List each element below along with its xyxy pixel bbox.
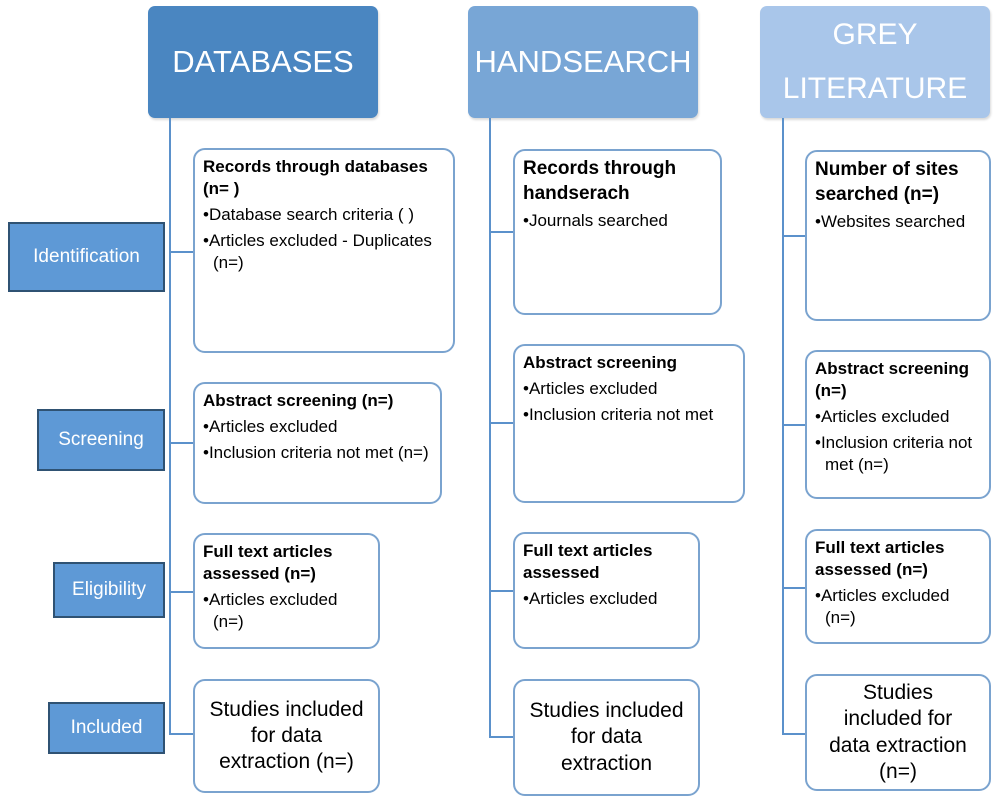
box-item: Articles excluded (n=) bbox=[203, 589, 370, 633]
connector-grey-trunk bbox=[782, 118, 784, 735]
box-title: Full text articles assessed (n=) bbox=[815, 538, 945, 580]
connector-handsearch-2 bbox=[489, 422, 513, 424]
connector-databases-3 bbox=[169, 591, 193, 593]
box-item: Articles excluded bbox=[815, 406, 981, 428]
box-databases-fulltext: Full text articles assessed (n=) Article… bbox=[193, 533, 380, 649]
connector-databases-1 bbox=[169, 251, 193, 253]
box-databases-records: Records through databases (n= ) Database… bbox=[193, 148, 455, 353]
box-item: Articles excluded (n=) bbox=[815, 585, 981, 629]
box-item: Inclusion criteria not met (n=) bbox=[815, 432, 981, 476]
box-item: Inclusion criteria not met (n=) bbox=[203, 442, 432, 464]
connector-grey-4 bbox=[782, 733, 806, 735]
box-title: Full text articles assessed bbox=[523, 541, 653, 583]
connector-grey-3 bbox=[782, 587, 806, 589]
box-handsearch-abstract: Abstract screening Articles excluded Inc… bbox=[513, 344, 745, 503]
box-title: Full text articles assessed (n=) bbox=[203, 542, 333, 584]
header-handsearch: HANDSEARCH bbox=[468, 6, 698, 118]
box-grey-fulltext: Full text articles assessed (n=) Article… bbox=[805, 529, 991, 644]
connector-handsearch-4 bbox=[489, 736, 513, 738]
box-title: Abstract screening (n=) bbox=[203, 391, 394, 410]
stage-screening: Screening bbox=[37, 409, 165, 471]
stage-identification: Identification bbox=[8, 222, 165, 292]
box-item: Articles excluded bbox=[523, 378, 735, 400]
connector-databases-trunk bbox=[169, 118, 171, 735]
box-grey-records: Number of sites searched (n=) Websites s… bbox=[805, 150, 991, 321]
box-title: Abstract screening bbox=[523, 353, 677, 372]
box-title: Records through handserach bbox=[523, 158, 677, 204]
box-grey-abstract: Abstract screening (n=) Articles exclude… bbox=[805, 350, 991, 499]
connector-grey-1 bbox=[782, 235, 806, 237]
connector-handsearch-trunk bbox=[489, 118, 491, 738]
connector-grey-2 bbox=[782, 424, 806, 426]
box-title: Records through databases (n= ) bbox=[203, 157, 428, 199]
connector-handsearch-1 bbox=[489, 231, 513, 233]
box-item: Database search criteria ( ) bbox=[203, 204, 445, 226]
box-title: Number of sites searched (n=) bbox=[815, 159, 959, 205]
box-handsearch-fulltext: Full text articles assessed Articles exc… bbox=[513, 532, 700, 649]
box-grey-included: Studies included for data extraction (n=… bbox=[805, 674, 991, 791]
connector-databases-2 bbox=[169, 442, 193, 444]
box-item: Articles excluded - Duplicates (n=) bbox=[203, 230, 445, 274]
box-item: Websites searched bbox=[815, 211, 981, 233]
box-handsearch-included: Studies included for data extraction bbox=[513, 679, 700, 796]
connector-databases-4 bbox=[169, 733, 193, 735]
box-title: Abstract screening (n=) bbox=[815, 359, 969, 401]
header-databases: DATABASES bbox=[148, 6, 378, 118]
box-databases-included: Studies included for data extraction (n=… bbox=[193, 679, 380, 793]
box-item: Articles excluded bbox=[203, 416, 432, 438]
connector-handsearch-3 bbox=[489, 590, 513, 592]
box-item: Journals searched bbox=[523, 210, 712, 232]
box-handsearch-records: Records through handserach Journals sear… bbox=[513, 149, 722, 315]
stage-included: Included bbox=[48, 702, 165, 754]
box-databases-abstract: Abstract screening (n=) Articles exclude… bbox=[193, 382, 442, 504]
stage-eligibility: Eligibility bbox=[53, 562, 165, 618]
box-item: Inclusion criteria not met bbox=[523, 404, 735, 426]
box-item: Articles excluded bbox=[523, 588, 690, 610]
header-grey-literature: GREY LITERATURE bbox=[760, 6, 990, 118]
